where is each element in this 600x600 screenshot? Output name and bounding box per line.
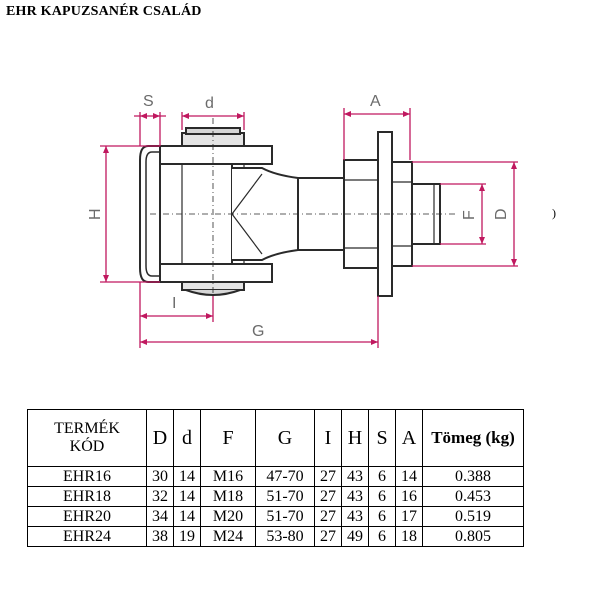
cell-weight: 0.805 bbox=[422, 526, 524, 547]
dim-label-d: d bbox=[205, 95, 214, 112]
dim-label-dd: D bbox=[493, 208, 510, 220]
cell-s: 6 bbox=[368, 486, 396, 507]
cell-f: M20 bbox=[200, 506, 256, 527]
dim-label-s: S bbox=[143, 93, 154, 110]
cell-h: 43 bbox=[341, 466, 369, 487]
cell-d-pin: 19 bbox=[173, 526, 201, 547]
cell-d-pin: 14 bbox=[173, 506, 201, 527]
dimension-lines bbox=[100, 108, 518, 348]
page-title: EHR KAPUZSANÉR CSALÁD bbox=[6, 4, 202, 19]
top-washer bbox=[159, 145, 273, 165]
cell-f: M18 bbox=[200, 486, 256, 507]
cell-i: 27 bbox=[314, 466, 342, 487]
cell-d-pin: 14 bbox=[173, 486, 201, 507]
header-code: TERMÉK KÓD bbox=[27, 409, 147, 467]
cell-g: 51-70 bbox=[255, 506, 315, 527]
cell-g: 47-70 bbox=[255, 466, 315, 487]
header-g: G bbox=[255, 409, 315, 467]
cell-a: 16 bbox=[395, 486, 423, 507]
table-header-row: TERMÉK KÓD D d F G I H S A Tömeg (kg) bbox=[27, 409, 524, 467]
cell-d-pin: 14 bbox=[173, 466, 201, 487]
bracket-body bbox=[159, 163, 233, 265]
cell-weight: 0.453 bbox=[422, 486, 524, 507]
header-h: H bbox=[341, 409, 369, 467]
cell-f: M24 bbox=[200, 526, 256, 547]
cell-code: EHR24 bbox=[27, 526, 147, 547]
dim-label-a: A bbox=[370, 93, 381, 110]
table-row: EHR20 34 14 M20 51-70 27 43 6 17 0.519 bbox=[27, 506, 524, 527]
cell-g: 53-80 bbox=[255, 526, 315, 547]
table-row: EHR18 32 14 M18 51-70 27 43 6 16 0.453 bbox=[27, 486, 524, 507]
cell-s: 6 bbox=[368, 506, 396, 527]
header-d-outer: D bbox=[146, 409, 174, 467]
dim-label-h: H bbox=[87, 208, 104, 220]
cell-s: 6 bbox=[368, 466, 396, 487]
header-code-line2: KÓD bbox=[69, 438, 105, 455]
cell-weight: 0.388 bbox=[422, 466, 524, 487]
header-i: I bbox=[314, 409, 342, 467]
cell-h: 49 bbox=[341, 526, 369, 547]
edge-mark: ) bbox=[552, 206, 556, 220]
cell-a: 14 bbox=[395, 466, 423, 487]
header-code-line1: TERMÉK bbox=[54, 420, 120, 437]
cell-code: EHR20 bbox=[27, 506, 147, 527]
cell-f: M16 bbox=[200, 466, 256, 487]
spec-table: TERMÉK KÓD D d F G I H S A Tömeg (kg) EH… bbox=[27, 409, 524, 547]
dim-label-g: G bbox=[252, 323, 264, 340]
part-outline bbox=[139, 127, 441, 297]
cell-h: 43 bbox=[341, 506, 369, 527]
cell-d-outer: 32 bbox=[146, 486, 174, 507]
dim-label-i: I bbox=[172, 295, 176, 312]
header-d-pin: d bbox=[173, 409, 201, 467]
header-a: A bbox=[395, 409, 423, 467]
cell-s: 6 bbox=[368, 526, 396, 547]
table-row: EHR24 38 19 M24 53-80 27 49 6 18 0.805 bbox=[27, 526, 524, 547]
cell-g: 51-70 bbox=[255, 486, 315, 507]
cell-code: EHR18 bbox=[27, 486, 147, 507]
cell-d-outer: 30 bbox=[146, 466, 174, 487]
cell-code: EHR16 bbox=[27, 466, 147, 487]
bottom-washer bbox=[159, 263, 273, 283]
header-f: F bbox=[200, 409, 256, 467]
cell-i: 27 bbox=[314, 486, 342, 507]
dim-label-f: F bbox=[461, 210, 478, 220]
cell-h: 43 bbox=[341, 486, 369, 507]
cell-d-outer: 38 bbox=[146, 526, 174, 547]
cell-weight: 0.519 bbox=[422, 506, 524, 527]
table-row: EHR16 30 14 M16 47-70 27 43 6 14 0.388 bbox=[27, 466, 524, 487]
cell-d-outer: 34 bbox=[146, 506, 174, 527]
cell-a: 17 bbox=[395, 506, 423, 527]
header-s: S bbox=[368, 409, 396, 467]
header-weight: Tömeg (kg) bbox=[422, 409, 524, 467]
cell-i: 27 bbox=[314, 526, 342, 547]
cell-a: 18 bbox=[395, 526, 423, 547]
cell-i: 27 bbox=[314, 506, 342, 527]
technical-drawing: S d A H F D I G bbox=[87, 93, 518, 348]
